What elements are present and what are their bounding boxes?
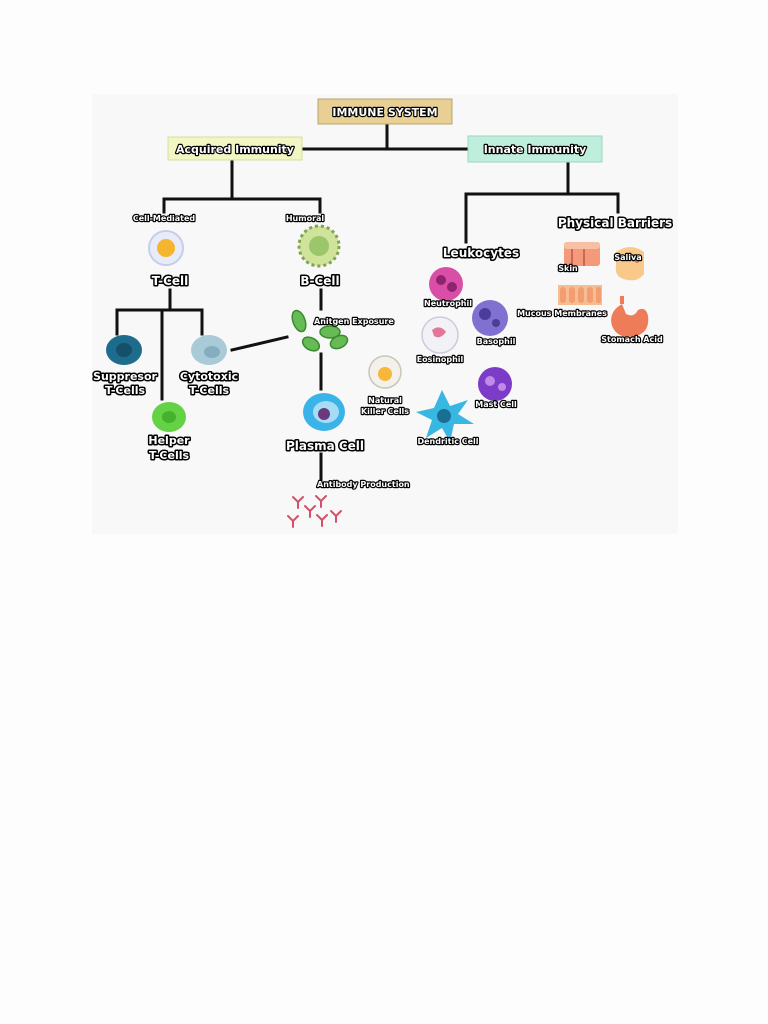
physical-barriers-label: Physical Barriers — [558, 216, 672, 230]
natural-killer-cell-icon — [368, 355, 402, 389]
helper-t-cells-label-line2: T-Cells — [149, 449, 190, 462]
t-cell-label: T-Cell — [152, 274, 189, 288]
eosinophil-icon — [421, 316, 459, 354]
suppressor-t-cells-label-line1: Suppresor — [93, 370, 157, 383]
basophil-label: Basophil — [477, 337, 516, 346]
leukocytes-label: Leukocytes — [443, 246, 519, 260]
immune-system-node: IMMUNE SYSTEM — [317, 98, 453, 125]
innate-immunity-node: Innate Immunity — [467, 135, 603, 163]
b-cell-icon — [297, 224, 341, 268]
cytotoxic-t-cell-icon — [191, 335, 227, 365]
eosinophil-label: Eosinophil — [417, 355, 464, 364]
mucous-membranes-icon — [558, 285, 602, 305]
b-cell-label: B-Cell — [300, 274, 339, 288]
dendritic-cell-label: Dendritic Cell — [417, 437, 478, 446]
mucous-membranes-label: Mucous Membranes — [517, 309, 607, 318]
antigen-exposure-label: Anitgen Exposure — [314, 317, 394, 326]
mast-cell-label: Mast Cell — [475, 400, 517, 409]
helper-t-cell-icon — [152, 402, 186, 432]
cytotoxic-t-cells-label-line2: T-Cells — [189, 384, 230, 397]
natural-killer-cells-label-line2: Killer Cells — [361, 407, 409, 416]
antigen-icon — [291, 309, 349, 352]
skin-icon — [564, 242, 600, 266]
cytotoxic-t-cells-label-line1: Cytotoxic — [180, 370, 238, 383]
acquired-immunity-label: Acquired Immunity — [176, 143, 294, 156]
immune-system-label: IMMUNE SYSTEM — [332, 106, 437, 119]
humoral-label: Humoral — [286, 214, 325, 223]
innate-immunity-label: Innate Immunity — [484, 143, 587, 156]
t-cell-icon — [148, 230, 184, 266]
cell-mediated-label: Cell-Mediated — [133, 214, 196, 223]
stomach-acid-label: Stomach Acid — [601, 335, 663, 344]
plasma-cell-icon — [303, 393, 345, 431]
helper-t-cells-label-line1: Helper — [148, 434, 190, 447]
mast-cell-icon — [478, 367, 512, 401]
neutrophil-label: Neutrophil — [424, 299, 472, 308]
basophil-icon — [472, 300, 508, 336]
acquired-immunity-node: Acquired Immunity — [167, 136, 303, 161]
suppressor-t-cells-label-line2: T-Cells — [105, 384, 146, 397]
antibody-production-label: Antibody Production — [317, 480, 410, 489]
stomach-icon — [611, 296, 649, 337]
antibody-icon — [287, 495, 342, 528]
skin-label: Skin — [558, 264, 578, 273]
connector-lines — [115, 122, 620, 488]
dendritic-cell-icon — [416, 390, 474, 442]
plasma-cell-label: Plasma Cell — [286, 439, 364, 453]
immune-system-diagram: IMMUNE SYSTEM Acquired Immunity Innate I… — [92, 94, 678, 534]
saliva-icon — [615, 247, 644, 281]
natural-killer-cells-label-line1: Natural — [368, 396, 402, 405]
neutrophil-icon — [429, 267, 463, 301]
suppressor-t-cell-icon — [106, 335, 142, 365]
saliva-label: Saliva — [614, 253, 641, 262]
